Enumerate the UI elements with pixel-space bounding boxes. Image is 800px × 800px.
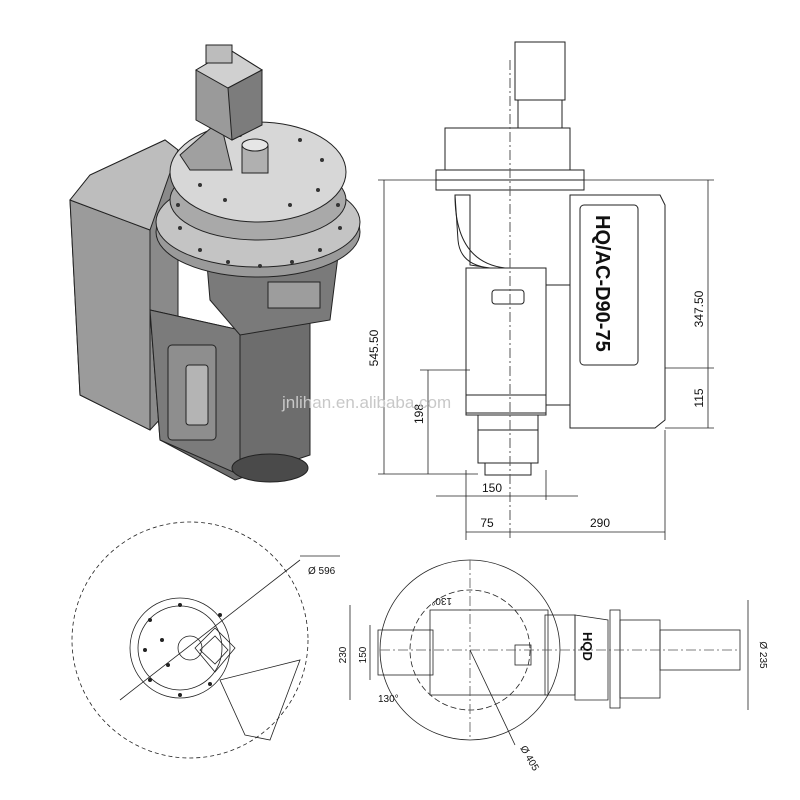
dim-left-lower: 198 (412, 404, 426, 424)
dim-bore-dia: Ø 235 (757, 641, 768, 669)
dim-spindle-width: 150 (482, 481, 502, 495)
isometric-render (69, 44, 361, 483)
model-plate: HQ/AC-D90-75 (591, 215, 613, 352)
dim-left-offset: 75 (480, 516, 494, 530)
swing-view (71, 521, 340, 759)
top-view (349, 559, 749, 746)
side-dimensions (378, 179, 714, 540)
dim-right-lower: 115 (692, 388, 706, 407)
dim-right-width: 290 (590, 516, 610, 530)
dim-width-inner: 150 (358, 646, 369, 663)
top-brand: HQD (580, 632, 595, 661)
watermark: jnlihan.en.alibaba.com (281, 393, 451, 412)
swing-diameter: Ø 596 (308, 566, 336, 577)
dim-outer-dia: Ø 405 (517, 744, 540, 773)
servo-motor (514, 41, 566, 101)
dim-right-height: 347.50 (692, 290, 706, 327)
dim-angle-bottom: 130° (378, 694, 399, 705)
right-housing (569, 194, 666, 429)
dim-width-outer: 230 (338, 646, 349, 663)
side-elevation (435, 41, 666, 540)
dim-angle-top: 130° (431, 595, 452, 606)
dim-overall-height: 545.50 (367, 329, 381, 366)
